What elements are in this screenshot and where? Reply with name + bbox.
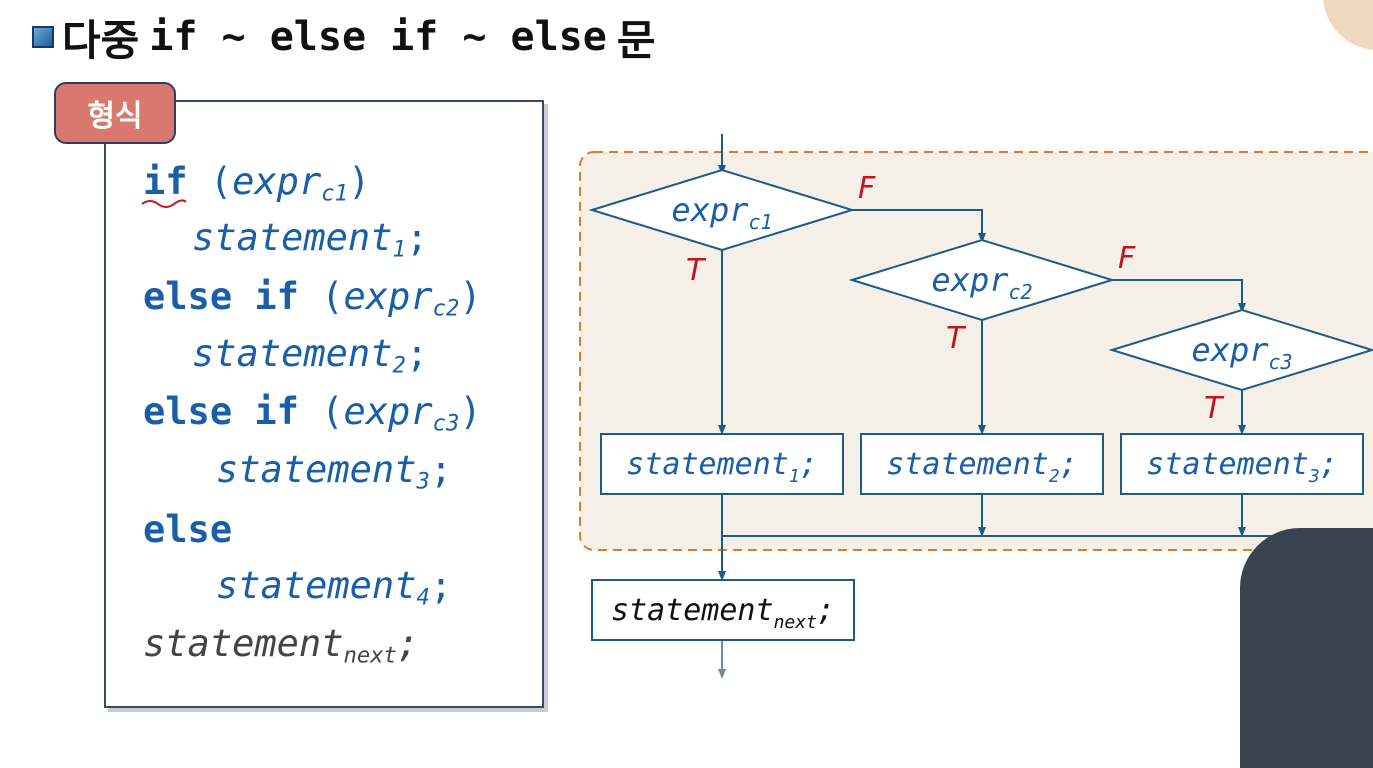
subscript: 1 — [789, 466, 800, 487]
semicolon: ; — [800, 447, 818, 482]
statement-text: statement — [886, 447, 1049, 482]
statement-text: statement — [626, 447, 789, 482]
semicolon: ; — [817, 593, 835, 628]
subscript: c2 — [1008, 280, 1032, 304]
expr-text: expr — [671, 191, 749, 229]
semicolon: ; — [1320, 447, 1338, 482]
subscript: c3 — [1268, 350, 1292, 374]
true-label-3: T — [1204, 391, 1225, 426]
subscript: next — [774, 612, 817, 633]
true-label-1: T — [686, 253, 707, 288]
false-label-2: F — [1118, 241, 1136, 276]
statement-text: statement — [1146, 447, 1309, 482]
false-label-1: F — [858, 171, 876, 206]
true-label-2: T — [946, 321, 967, 356]
semicolon: ; — [1060, 447, 1078, 482]
flowchart: exprc1 exprc2 exprc3 F F T T T statement… — [0, 0, 1373, 727]
presenter-video-overlay — [1240, 528, 1373, 768]
subscript: 3 — [1308, 466, 1320, 487]
subscript: 2 — [1049, 466, 1060, 487]
subscript: c1 — [748, 210, 772, 234]
statement-text: statement — [611, 593, 774, 628]
expr-text: expr — [931, 261, 1009, 299]
expr-text: expr — [1191, 331, 1269, 369]
